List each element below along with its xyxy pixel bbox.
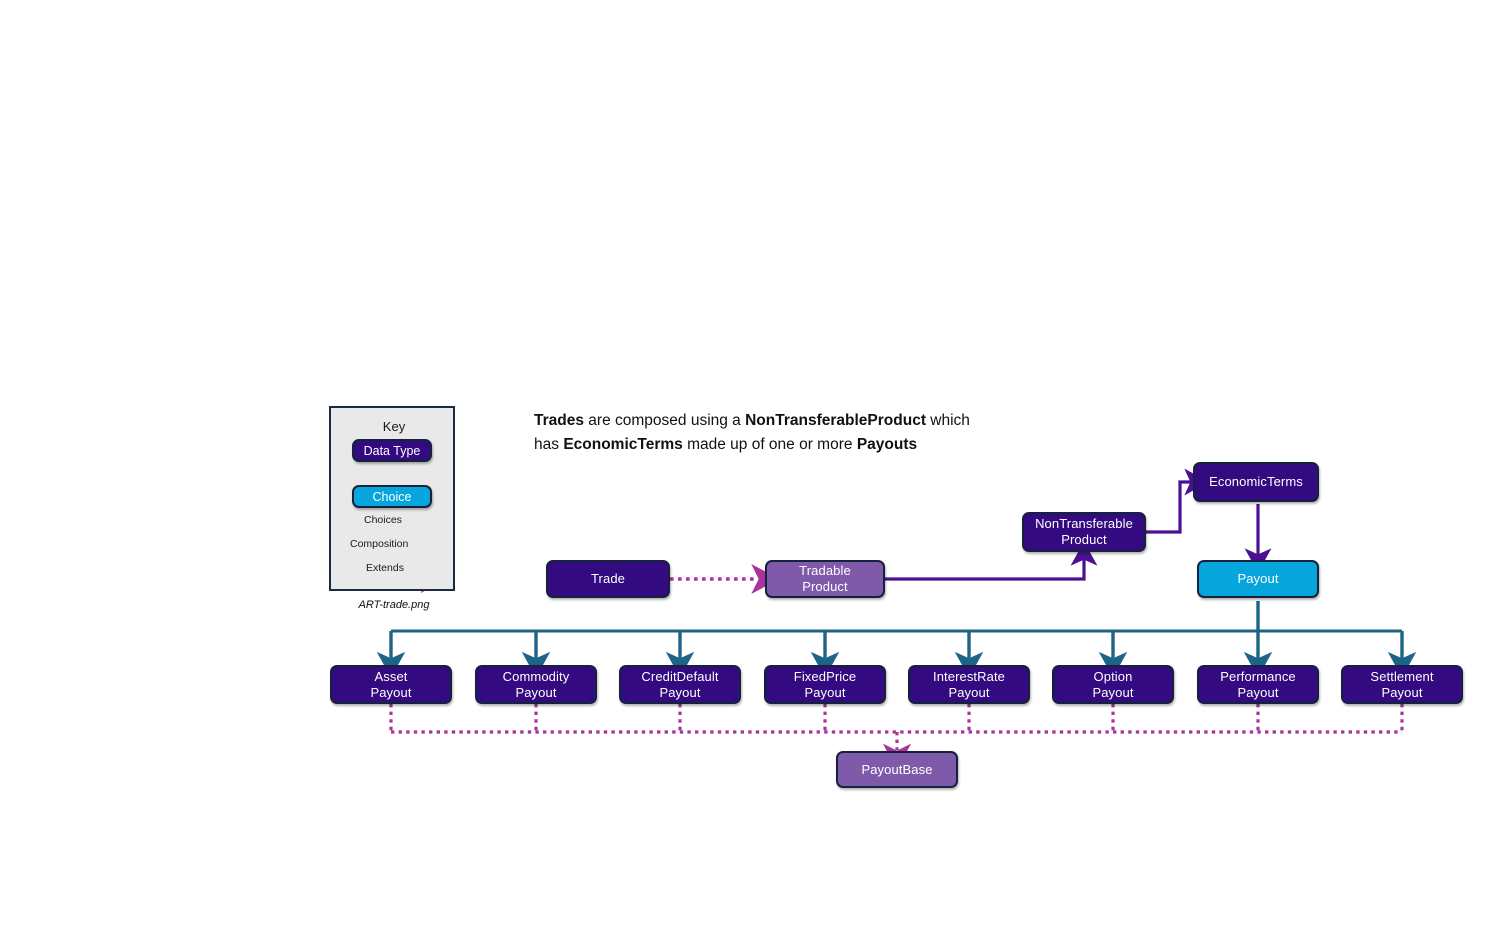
node-trade-label: Trade [591,571,625,586]
node-payout-base[interactable]: PayoutBase [836,751,958,788]
node-trade[interactable]: Trade [546,560,670,598]
node-economic-terms-label: EconomicTerms [1209,474,1303,489]
diagram-title: Trades are composed using a NonTransfera… [534,409,1094,456]
node-payout-label: Payout [1237,571,1279,586]
key-swatch-choice: Choice [352,485,432,508]
legend-label-choices: Choices [364,514,402,526]
edge-tradableproduct-to-nontransferableproduct [885,541,1098,581]
diagram-title-line2: has EconomicTerms made up of one or more… [534,435,918,453]
key-caption: ART-trade.png [358,599,430,611]
node-economic-terms[interactable]: EconomicTerms [1193,462,1319,502]
node-payout-base-label: PayoutBase [861,761,933,777]
legend-label-extends: Extends [366,562,404,574]
legend-label-composition: Composition [350,538,409,550]
key-title: Key [382,419,406,434]
key-swatch-choice-label: Choice [372,489,412,504]
key-swatch-data-type: Data Type [352,439,432,462]
edge-nontransferableproduct-to-economicterms [1146,468,1209,534]
key-swatch-data-type-label: Data Type [363,443,421,458]
diagram-title-line1: Trades are composed using a NonTransfera… [534,412,970,429]
node-payout[interactable]: Payout [1197,560,1319,598]
